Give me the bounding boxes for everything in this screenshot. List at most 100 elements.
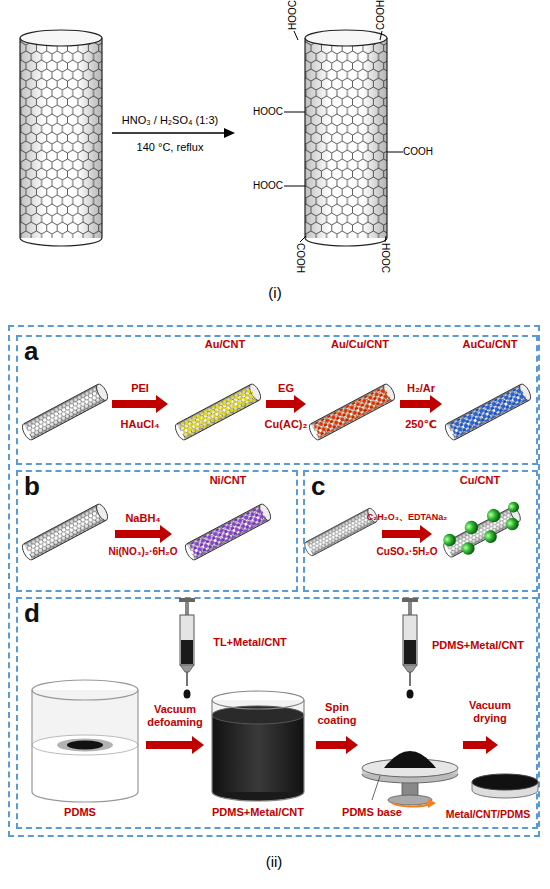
group-label: COOH (403, 146, 433, 158)
product-label: Metal/CNT/PDMS (446, 808, 531, 820)
panel-letter: a (24, 337, 38, 366)
beaker (211, 700, 212, 792)
reagent-label: CuSO₄·5H₂O (377, 546, 438, 558)
beaker (137, 690, 138, 792)
beaker (32, 792, 138, 802)
spin-coater (362, 751, 458, 808)
ni-nanotube (183, 502, 273, 561)
au-nanotube (179, 386, 257, 438)
ni-nanotube (189, 506, 267, 558)
step-arrow (146, 736, 498, 754)
au-nanotube (173, 382, 263, 441)
spin-coater (384, 751, 436, 768)
aucu-nanotube (313, 386, 391, 438)
bond-line (284, 112, 305, 113)
material-label: PDMS base (342, 806, 402, 819)
step-arrow (115, 525, 172, 543)
beaker (31, 690, 32, 792)
step-arrow (266, 395, 306, 413)
step-arrow (115, 525, 172, 543)
cu-nanotube (506, 500, 521, 515)
panel-letter: b (24, 472, 40, 501)
product-label: Cu/CNT (460, 474, 500, 487)
nanotube (20, 382, 110, 441)
beaker (212, 792, 304, 801)
product-label: AuCu/CNT (463, 338, 518, 351)
film-disc (472, 774, 538, 798)
beaker (32, 680, 138, 802)
beaker (212, 700, 304, 792)
alloy-nanotube (443, 382, 533, 441)
syringe (179, 598, 195, 699)
sample-label: PDMS+Metal/CNT (432, 639, 524, 652)
cu-nanotube (441, 532, 458, 549)
bond-line (387, 152, 403, 153)
syringe (402, 598, 418, 699)
part-label: (i) (268, 284, 281, 301)
spin-coater (428, 799, 436, 808)
condition-label: 250℃ (405, 418, 437, 431)
step-label: Vacuum defoaming (142, 703, 208, 728)
cu-nanotube (504, 515, 521, 532)
step-label: Spin coating (311, 701, 363, 726)
product-label: Ni/CNT (210, 474, 247, 487)
nanotube (20, 502, 110, 561)
cu-nanotube (462, 518, 480, 536)
step-arrow (400, 395, 442, 413)
ni-nanotube (183, 502, 273, 561)
bond-line (380, 31, 382, 40)
material-label: PDMS (64, 806, 96, 819)
au-nanotube (173, 382, 263, 441)
spin-coater (372, 776, 380, 800)
reagent-label: Ni(NO₃)₂·6H₂O (108, 546, 177, 558)
product-label: Au/Cu/CNT (331, 338, 389, 351)
material-label: PDMS+Metal/CNT (212, 806, 304, 819)
beaker (212, 691, 304, 801)
reagent-label: NaBH₄ (125, 512, 160, 525)
sample-label: TL+Metal/CNT (213, 636, 287, 649)
reagent-label: PEI (131, 382, 149, 395)
aucu-nanotube (313, 386, 391, 438)
group-label: COOH (375, 0, 387, 30)
condition-label: 140 °C, reflux (137, 141, 204, 154)
alloy-nanotube (449, 386, 527, 438)
cu-nanotube (442, 505, 523, 558)
reagent-label: H₂/Ar (407, 382, 435, 395)
reagent-label: C₂H₂O₃、EDTANa₂ (367, 512, 448, 522)
film-disc (472, 774, 538, 790)
part-label: (ii) (266, 853, 283, 870)
nanotube (20, 30, 102, 246)
step-arrow (463, 736, 498, 754)
step-arrow (112, 395, 168, 413)
step-label: Vacuum drying (462, 699, 518, 724)
reagent-label: HNO₃ / H₂SO₄ (1:3) (122, 114, 218, 127)
bond-line (385, 236, 386, 242)
cu-nanotube (485, 506, 503, 524)
beaker (303, 700, 304, 792)
panel-letter: d (24, 599, 40, 628)
reagent-label: EG (278, 382, 294, 395)
cu-nanotube (460, 540, 477, 557)
functionalized-nanotube (305, 30, 387, 246)
step-arrow (146, 736, 204, 754)
alloy-nanotube (443, 382, 533, 441)
beaker (32, 735, 138, 755)
reaction-arrow (224, 128, 235, 138)
nanotube (20, 382, 110, 441)
syringe (402, 598, 418, 699)
cu-nanotube (438, 497, 528, 564)
beaker (67, 741, 103, 750)
cu-nanotube (482, 528, 499, 545)
panel-letter: c (311, 472, 325, 501)
group-label: HOOC (253, 106, 283, 118)
product-label: Au/CNT (205, 338, 245, 351)
reaction-arrow (112, 128, 235, 138)
syringe (179, 598, 195, 699)
beaker (212, 715, 304, 792)
beaker (212, 691, 304, 709)
nanotube (20, 502, 110, 561)
step-arrow (382, 525, 432, 543)
